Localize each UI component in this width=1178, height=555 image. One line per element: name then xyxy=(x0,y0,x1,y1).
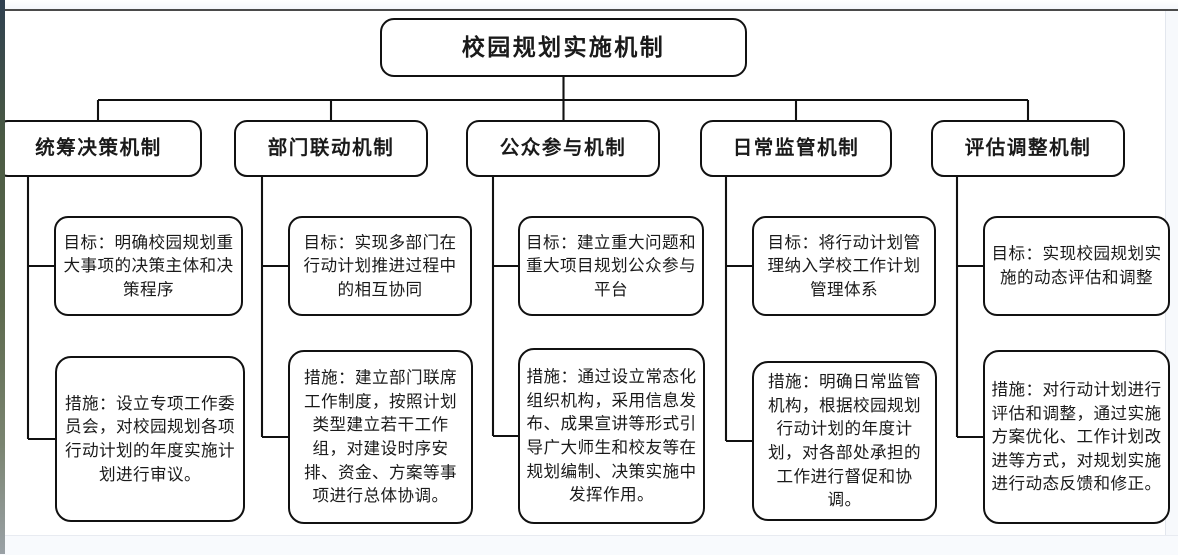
goal-node-pinggu-tiaozheng[interactable]: 目标：实现校园规划实施的动态评估和调整 xyxy=(983,216,1170,316)
measure-node-pinggu-tiaozheng[interactable]: 措施：对行动计划进行评估和调整，通过实施方案优化、工作计划改进等方式，对规划实施… xyxy=(983,350,1170,524)
root-node-label: 校园规划实施机制 xyxy=(461,34,666,60)
page-left-edge-strip xyxy=(0,0,5,554)
mechanism-node-label: 评估调整机制 xyxy=(964,137,1092,159)
measure-node-tongchou-juece[interactable]: 措施：设立专项工作委员会，对校园规划各项行动计划的年度实施计划进行审议。 xyxy=(55,356,245,522)
mechanism-node-tongchou-juece[interactable]: 统筹决策机制 xyxy=(0,120,202,177)
measure-node-text: 措施：建立部门联席工作制度，按照计划类型建立若干工作组，对建设时序安排、资金、方… xyxy=(304,368,457,506)
goal-node-bumen-liandong[interactable]: 目标：实现多部门在行动计划推进过程中的相互协同 xyxy=(288,216,472,316)
measure-node-richang-jianguan[interactable]: 措施：明确日常监管机构，根据校园规划行动计划的年度计划，对各部处承担的工作进行督… xyxy=(752,361,937,521)
page-top-bar xyxy=(0,0,1178,11)
measure-node-text: 措施：明确日常监管机构，根据校园规划行动计划的年度计划，对各部处承担的工作进行督… xyxy=(768,372,921,510)
measure-node-bumen-liandong[interactable]: 措施：建立部门联席工作制度，按照计划类型建立若干工作组，对建设时序安排、资金、方… xyxy=(288,350,473,524)
goal-node-text: 目标：建立重大问题和重大项目规划公众参与平台 xyxy=(526,232,696,299)
mechanism-node-label: 公众参与机制 xyxy=(499,137,627,159)
mechanism-node-richang-jianguan[interactable]: 日常监管机制 xyxy=(700,120,892,177)
goal-node-richang-jianguan[interactable]: 目标：将行动计划管理纳入学校工作计划管理体系 xyxy=(752,216,936,316)
root-node[interactable]: 校园规划实施机制 xyxy=(380,18,747,77)
mechanism-node-label: 统筹决策机制 xyxy=(35,137,162,159)
measure-node-text: 措施：对行动计划进行评估和调整，通过实施方案优化、工作计划改进等方式，对规划实施… xyxy=(991,380,1162,494)
measure-node-gongzhong-canyu[interactable]: 措施：通过设立常态化组织机构，采用信息发布、成果宣讲等形式引导广大师生和校友等在… xyxy=(518,348,705,524)
goal-node-text: 目标：实现校园规划实施的动态评估和调整 xyxy=(991,244,1162,287)
goal-node-gongzhong-canyu[interactable]: 目标：建立重大问题和重大项目规划公众参与平台 xyxy=(518,216,704,316)
mechanism-node-gongzhong-canyu[interactable]: 公众参与机制 xyxy=(466,120,660,177)
mechanism-node-label: 日常监管机制 xyxy=(732,137,860,159)
mechanism-node-bumen-liandong[interactable]: 部门联动机制 xyxy=(234,120,428,177)
measure-node-text: 措施：通过设立常态化组织机构，采用信息发布、成果宣讲等形式引导广大师生和校友等在… xyxy=(526,367,697,505)
goal-node-text: 目标：明确校园规划重大事项的决策主体和决策程序 xyxy=(63,232,234,299)
goal-node-text: 目标：将行动计划管理纳入学校工作计划管理体系 xyxy=(767,232,921,299)
goal-node-tongchou-juece[interactable]: 目标：明确校园规划重大事项的决策主体和决策程序 xyxy=(54,216,243,316)
mechanism-node-pinggu-tiaozheng[interactable]: 评估调整机制 xyxy=(931,120,1125,177)
page-bottom-margin xyxy=(0,535,1178,555)
mechanism-node-label: 部门联动机制 xyxy=(267,137,395,159)
goal-node-text: 目标：实现多部门在行动计划推进过程中的相互协同 xyxy=(303,232,457,299)
measure-node-text: 措施：设立专项工作委员会，对校园规划各项行动计划的年度实施计划进行审议。 xyxy=(65,393,235,484)
